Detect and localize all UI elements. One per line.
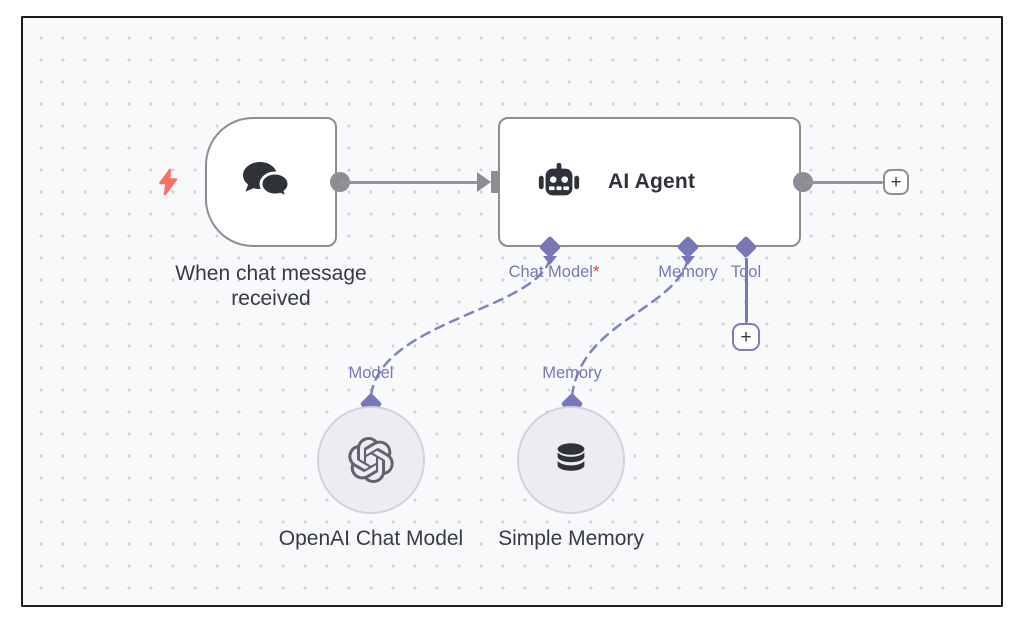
chat-bubbles-icon <box>240 160 292 204</box>
connection-arrowhead-icon <box>477 172 491 192</box>
workflow-canvas-frame: When chat message received AI Agent <box>21 16 1003 607</box>
connections-layer <box>369 257 690 398</box>
node-openai-chat-model[interactable] <box>317 406 425 514</box>
openai-node-label: OpenAI Chat Model <box>278 527 464 550</box>
workflow-canvas[interactable]: When chat message received AI Agent <box>23 18 1001 605</box>
connection-agent-stub[interactable] <box>803 180 883 184</box>
trigger-node-label: When chat message received <box>175 262 367 310</box>
subport-model-label: Model <box>348 364 394 382</box>
required-asterisk: * <box>592 263 600 281</box>
port-chat-model-label: Chat Model* <box>474 263 634 282</box>
database-icon <box>550 439 592 481</box>
port-chat-model-text: Chat Model <box>508 263 593 281</box>
node-chat-trigger[interactable] <box>205 117 337 247</box>
node-ai-agent[interactable]: AI Agent <box>498 117 801 247</box>
add-node-button[interactable]: + <box>883 169 909 195</box>
node-simple-memory[interactable] <box>517 406 625 514</box>
port-chat-model-arrow-icon <box>543 256 557 265</box>
subport-memory-label: Memory <box>542 364 602 382</box>
agent-node-title: AI Agent <box>608 170 696 193</box>
memory-node-label: Simple Memory <box>498 527 644 550</box>
connection-trigger-agent[interactable] <box>340 180 478 184</box>
add-tool-button[interactable]: + <box>732 323 760 351</box>
lightning-bolt-icon <box>156 168 180 196</box>
port-memory-label: Memory <box>658 263 718 281</box>
openai-logo-icon <box>348 437 394 483</box>
port-memory-arrow-icon <box>681 256 695 265</box>
robot-icon <box>536 159 582 205</box>
connection-tool-stub[interactable] <box>744 258 748 323</box>
